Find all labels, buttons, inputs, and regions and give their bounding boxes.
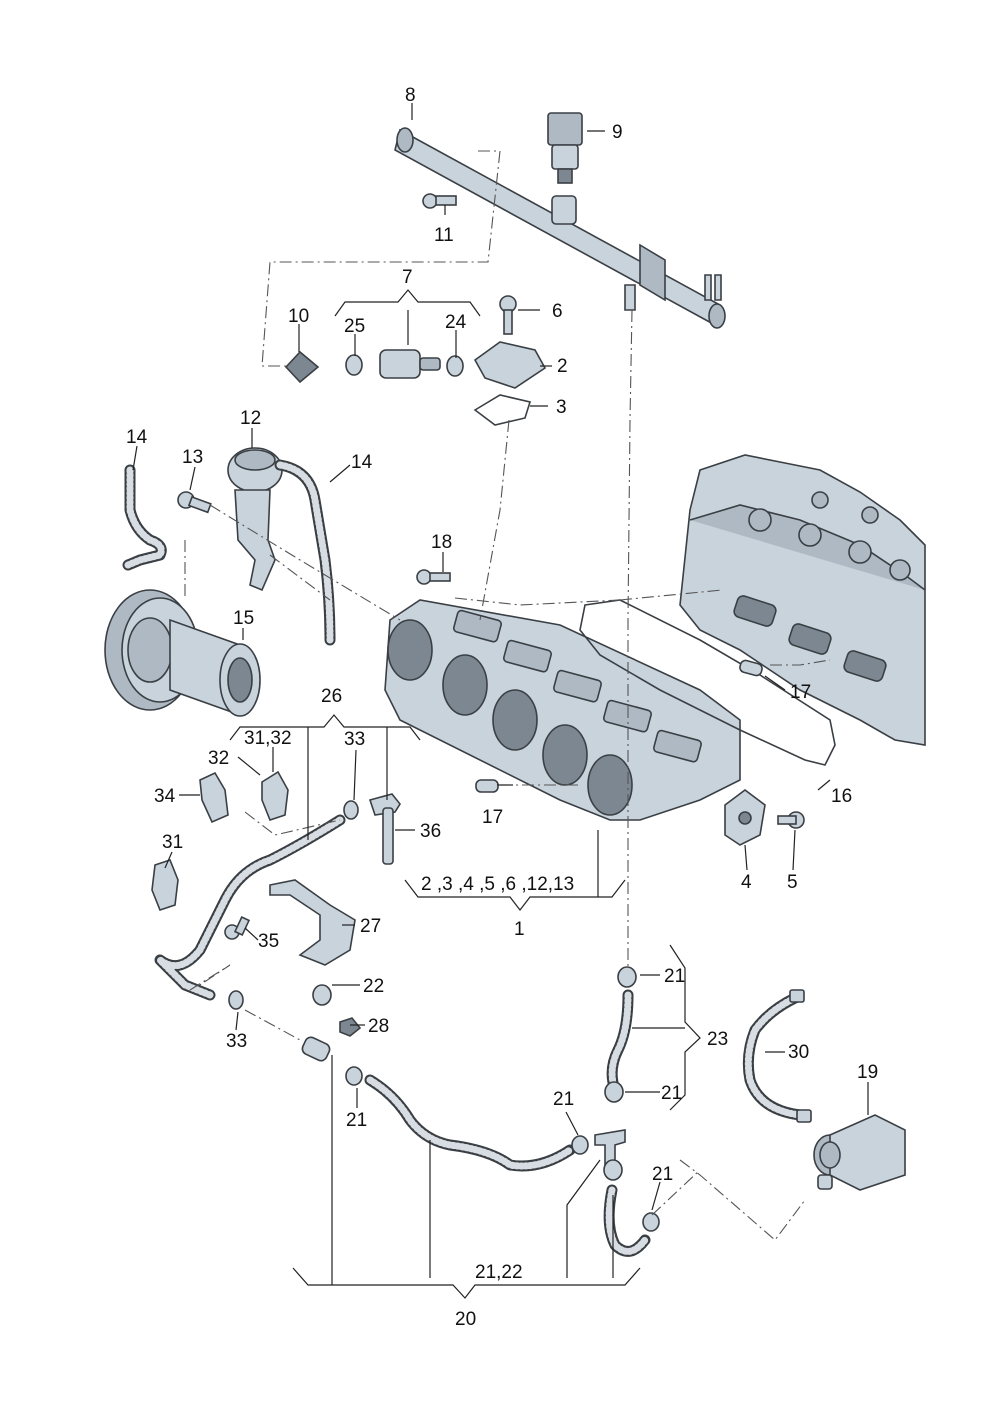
callout-21-22: 21,22 [475, 1262, 523, 1283]
hose-23-illustration [606, 989, 634, 1096]
callout-33-upper: 33 [344, 729, 365, 750]
fuel-hose-lower-illustration [364, 1074, 576, 1172]
clamp-33-lower-illustration [228, 990, 244, 1010]
callout-10: 10 [288, 306, 309, 327]
bolt-11-illustration [422, 193, 457, 209]
callout-11: 11 [434, 225, 454, 246]
vacuum-unit-illustration [227, 447, 283, 592]
callout-21-lower-left: 21 [346, 1110, 367, 1131]
callout-21-t-piece: 21 [553, 1089, 574, 1110]
callout-22: 22 [363, 976, 384, 997]
bracket-2-illustration [473, 295, 547, 426]
bolt-18-illustration [416, 569, 451, 585]
hose-26-illustration [154, 814, 346, 1001]
pressure-sensor-illustration [547, 112, 583, 184]
clamp-21-bottom-illustration [603, 1159, 623, 1181]
leader-lines [132, 103, 869, 1299]
callout-31: 31 [162, 832, 183, 853]
callouts: 8 9 11 7 10 25 24 6 2 3 12 14 13 14 18 1… [126, 85, 878, 1330]
hose-14-right-illustration [274, 459, 336, 646]
bolt-35-illustration [224, 915, 251, 940]
callout-16: 16 [831, 786, 852, 807]
callout-15: 15 [233, 608, 254, 629]
callout-30: 30 [788, 1042, 809, 1063]
callout-33-lower: 33 [226, 1031, 247, 1052]
callout-17-upper: 17 [790, 682, 811, 703]
callout-1-group: 2 ,3 ,4 ,5 ,6 ,12,13 [421, 874, 574, 895]
clamp-21-lower-illustration [604, 1081, 624, 1103]
callout-2: 2 [557, 356, 568, 377]
callout-9: 9 [612, 122, 623, 143]
callout-14-left: 14 [126, 427, 148, 448]
callout-35: 35 [258, 931, 279, 952]
callout-1: 1 [514, 919, 525, 940]
callout-6: 6 [552, 301, 563, 322]
clamp-33-upper-illustration [343, 800, 359, 820]
bolt-13-illustration [177, 491, 212, 514]
fuel-rail-illustration [394, 127, 726, 329]
clip-31-illustration [151, 859, 179, 911]
pump-19-illustration [813, 1114, 906, 1191]
callout-21-upper: 21 [664, 966, 685, 987]
callout-7: 7 [402, 267, 413, 288]
callout-20: 20 [455, 1309, 476, 1330]
line-30-illustration [742, 989, 812, 1123]
clip-32-illustration [261, 770, 289, 821]
callout-8: 8 [405, 85, 416, 106]
hose-lower-right-illustration [603, 1184, 651, 1257]
callout-13: 13 [182, 447, 203, 468]
cylinder-head-illustration [679, 454, 926, 746]
pulley-15-illustration [104, 589, 261, 717]
gasket-16-illustration [579, 599, 836, 766]
callout-12: 12 [240, 408, 261, 429]
callout-14-right: 14 [351, 452, 373, 473]
callout-31-32: 31,32 [244, 728, 292, 749]
cover-4-illustration [724, 789, 766, 846]
callout-3: 3 [556, 397, 567, 418]
callout-17-lower: 17 [482, 807, 503, 828]
callout-32: 32 [208, 748, 229, 769]
callout-25: 25 [344, 316, 365, 337]
callout-27: 27 [360, 916, 381, 937]
callout-21-right: 21 [652, 1164, 673, 1185]
bracket-27-illustration [269, 879, 356, 966]
pin-17-lower-illustration [475, 779, 499, 793]
callout-19: 19 [857, 1062, 878, 1083]
clamp-21-right-illustration [642, 1212, 660, 1232]
callout-36: 36 [420, 821, 441, 842]
connector-36-illustration [382, 807, 394, 865]
callout-28: 28 [368, 1016, 389, 1037]
callout-5: 5 [787, 872, 798, 893]
clamp-21-lower-left-illustration [345, 1066, 363, 1086]
intake-manifold-illustration [384, 599, 741, 821]
callout-34: 34 [154, 786, 176, 807]
dash-lines [184, 150, 831, 1241]
clamp-21-upper-illustration [617, 966, 637, 988]
callout-21-middle: 21 [661, 1083, 682, 1104]
callout-18: 18 [431, 532, 452, 553]
clip-34-illustration [199, 771, 229, 824]
hose-14-left-illustration [122, 464, 167, 571]
callout-24: 24 [445, 312, 467, 333]
callout-23: 23 [707, 1029, 728, 1050]
injector-assembly-illustration [284, 349, 464, 384]
grommet-28-illustration [339, 1017, 362, 1037]
clamp-22-illustration [312, 984, 332, 1006]
callout-4: 4 [741, 872, 752, 893]
callout-26: 26 [321, 686, 342, 707]
hose-connector-illustration [301, 1036, 331, 1062]
pin-17-upper-illustration [739, 659, 763, 677]
clamp-21-middle-illustration [571, 1135, 589, 1155]
bolt-5-illustration [777, 811, 805, 829]
